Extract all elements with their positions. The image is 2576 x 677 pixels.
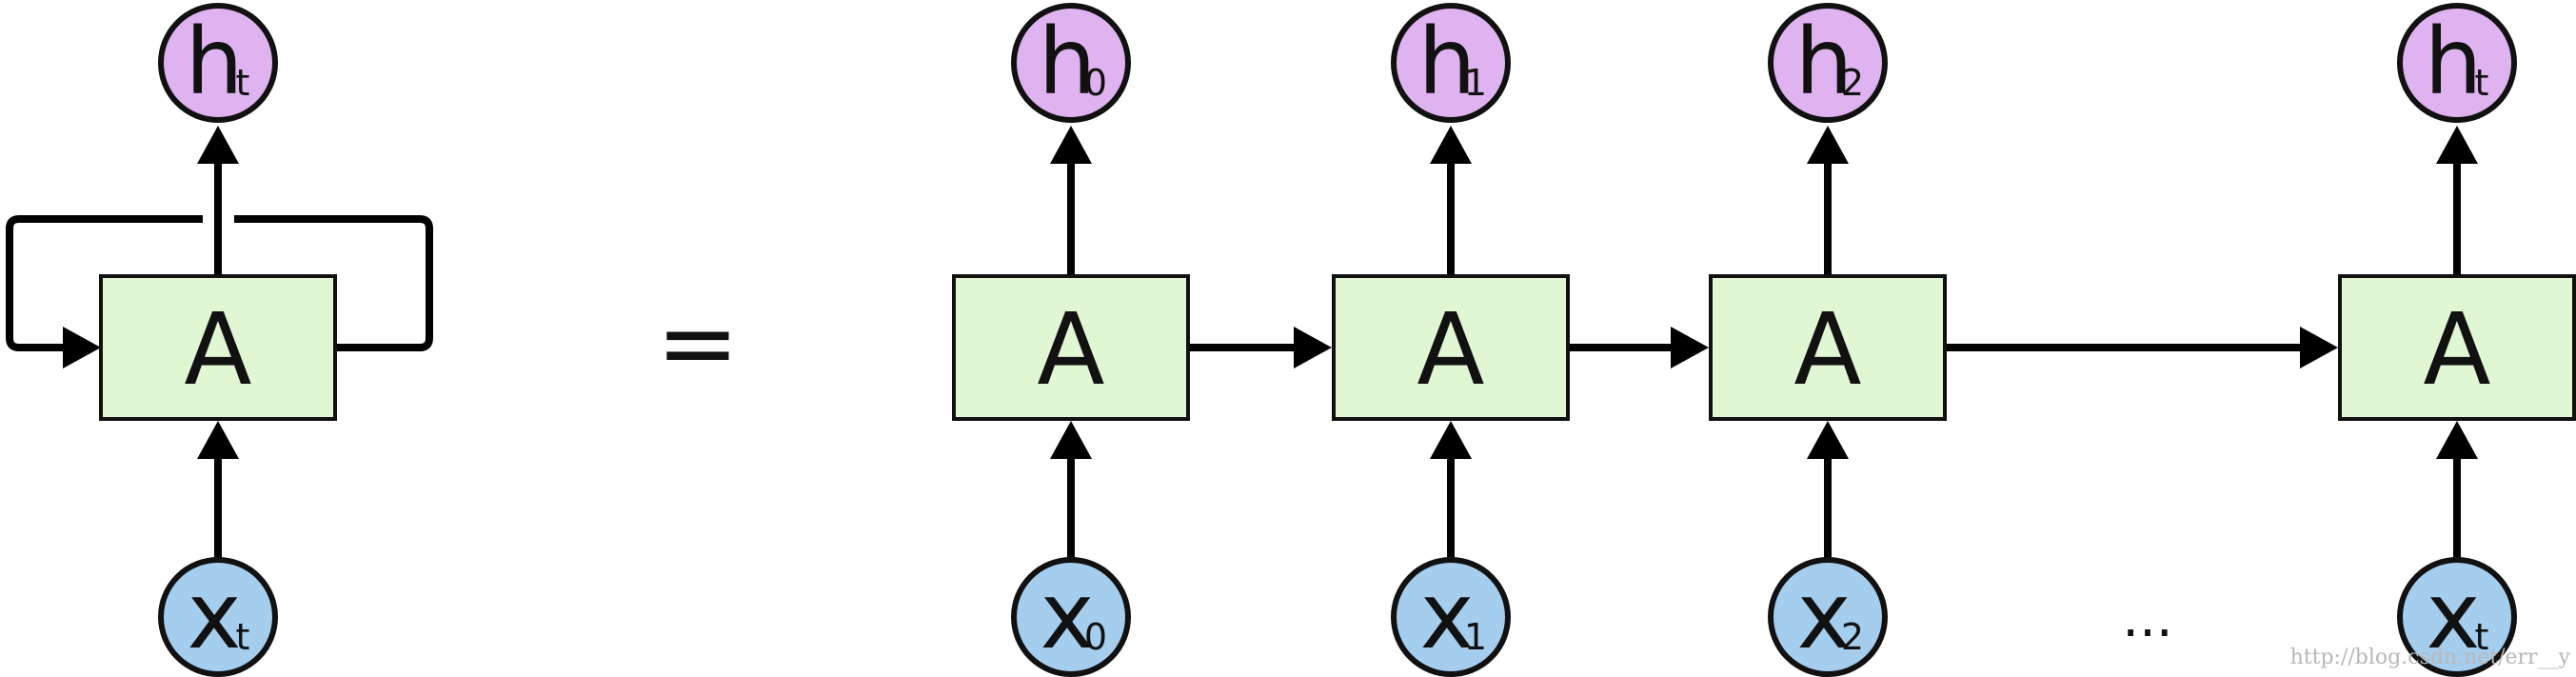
step-0-cell: A <box>952 274 1190 421</box>
step-2-output-arrow <box>1807 126 1849 276</box>
step-0-input-node: x0 <box>1011 557 1131 677</box>
ellipsis-text: ... <box>2122 587 2172 649</box>
arrowhead-icon <box>1050 126 1092 164</box>
step-3-input-arrow <box>2436 421 2478 558</box>
step-3-output-node-symbol: h <box>2425 9 2483 115</box>
rolled-input-arrow <box>197 421 239 558</box>
step-2-input-node: x2 <box>1768 557 1888 677</box>
arrowhead-icon <box>197 126 239 164</box>
arrowhead-icon <box>1807 421 1849 459</box>
step-2-output-node-subscript: 2 <box>1841 62 1864 104</box>
step-2-input-node-symbol: x <box>1797 563 1852 669</box>
recurrent-loop <box>6 215 433 368</box>
step-1-cell-label: A <box>1417 291 1484 408</box>
step-2-output-node-symbol: h <box>1795 9 1853 115</box>
step-0-hidden-arrow <box>1190 327 1332 368</box>
step-1-input-node-symbol: x <box>1420 563 1475 669</box>
rolled-cell: A <box>99 274 337 421</box>
step-1-cell: A <box>1332 274 1570 421</box>
rolled-output-node: ht <box>158 3 278 123</box>
arrowhead-icon <box>2300 327 2338 368</box>
step-3-input-node: xt <box>2397 557 2517 677</box>
arrowhead-icon <box>2436 421 2478 459</box>
step-2-input-node-subscript: 2 <box>1841 616 1864 658</box>
arrowhead-icon <box>1807 126 1849 164</box>
arrowhead-icon <box>197 421 239 459</box>
step-0-input-node-symbol: x <box>1040 563 1095 669</box>
rolled-input-node-symbol: x <box>188 563 242 669</box>
arrowhead-icon <box>1671 327 1709 368</box>
step-1-input-node-subscript: 1 <box>1464 616 1487 658</box>
step-3-cell-label: A <box>2423 291 2490 408</box>
arrowhead-icon <box>1430 421 1472 459</box>
watermark-text: http://blog.csdn.net/err__y <box>2290 646 2571 669</box>
step-1-output-node: h1 <box>1391 3 1511 123</box>
arrowhead-icon <box>2436 126 2478 164</box>
arrowhead-icon <box>63 327 101 368</box>
step-1-output-arrow <box>1430 126 1472 276</box>
rolled-output-node-subscript: t <box>236 62 250 104</box>
step-0-output-node-subscript: 0 <box>1084 62 1107 104</box>
step-1-hidden-arrow <box>1570 327 1709 368</box>
step-3-output-node: ht <box>2397 3 2517 123</box>
equals-sign: = <box>656 285 739 401</box>
rolled-input-node: xt <box>158 557 278 677</box>
step-3-input-node-symbol: x <box>2427 563 2481 669</box>
rolled-cell-label: A <box>184 291 251 408</box>
step-2-input-arrow <box>1807 421 1849 558</box>
arrowhead-icon <box>1050 421 1092 459</box>
rolled-output-arrow <box>197 126 239 276</box>
step-3-output-node-subscript: t <box>2475 62 2489 104</box>
step-0-output-arrow <box>1050 126 1092 276</box>
step-0-output-node: h0 <box>1011 3 1131 123</box>
step-0-output-node-symbol: h <box>1039 9 1097 115</box>
step-3-cell: A <box>2338 274 2576 421</box>
step-0-cell-label: A <box>1037 291 1104 408</box>
step-1-input-node: x1 <box>1391 557 1511 677</box>
rolled-output-node-symbol: h <box>186 9 244 115</box>
step-1-output-node-subscript: 1 <box>1464 62 1487 104</box>
step-3-output-arrow <box>2436 126 2478 276</box>
step-3-input-node-subscript: t <box>2475 616 2489 658</box>
step-2-cell: A <box>1709 274 1947 421</box>
step-2-hidden-arrow <box>1947 327 2338 368</box>
step-2-cell-label: A <box>1793 291 1861 408</box>
step-0-input-node-subscript: 0 <box>1084 616 1107 658</box>
rolled-input-node-subscript: t <box>236 616 250 658</box>
arrowhead-icon <box>1430 126 1472 164</box>
step-2-output-node: h2 <box>1768 3 1888 123</box>
step-1-input-arrow <box>1430 421 1472 558</box>
step-1-output-node-symbol: h <box>1418 9 1476 115</box>
arrowhead-icon <box>1294 327 1332 368</box>
step-0-input-arrow <box>1050 421 1092 558</box>
